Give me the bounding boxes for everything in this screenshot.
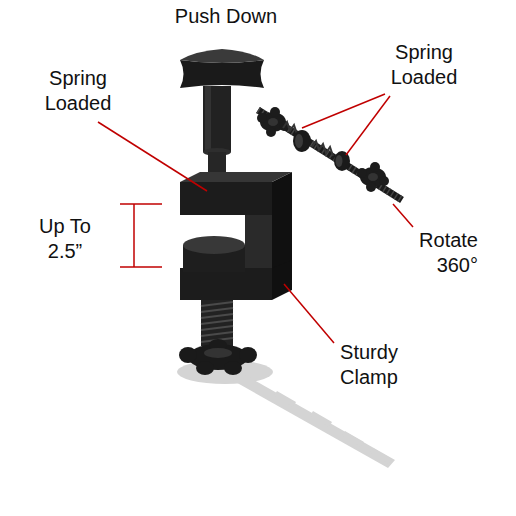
push-knob [180,49,264,88]
callout-label: Spring Loaded [374,40,474,90]
plunger-rod [203,86,231,180]
bottom-knob [179,339,257,375]
callout-label: Up To 2.5” [28,214,102,264]
callout-label: Sturdy Clamp [326,340,412,390]
callout-label: Push Down [156,4,296,29]
leader-lines [98,94,413,343]
clamp-body [180,172,292,300]
callout-label: Rotate 360° [388,228,478,278]
callout-label: Spring Loaded [30,66,126,116]
